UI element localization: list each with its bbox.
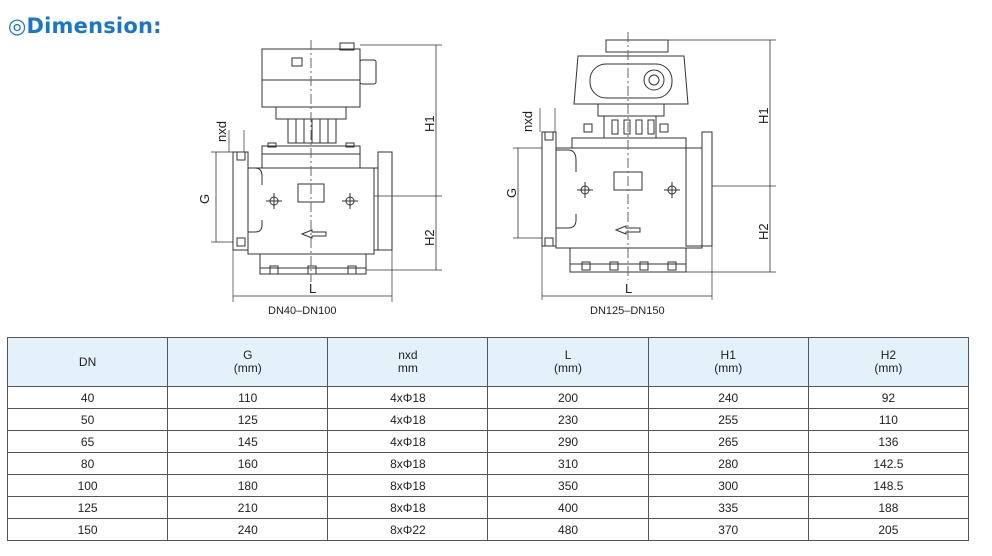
cell-l: 230 bbox=[487, 408, 649, 431]
right-nxd-label: nxd bbox=[520, 111, 535, 132]
cell-l: 480 bbox=[487, 518, 649, 541]
cell-h2: 92 bbox=[807, 386, 970, 409]
cell-g: 240 bbox=[167, 518, 329, 541]
cell-nxd: 4xΦ18 bbox=[327, 430, 489, 453]
cell-g: 145 bbox=[167, 430, 329, 453]
right-valve-drawing bbox=[513, 32, 776, 300]
cell-l: 400 bbox=[487, 496, 649, 519]
cell-h1: 280 bbox=[647, 452, 809, 475]
table-row: 125 210 8xΦ18 400 335 188 bbox=[6, 496, 970, 519]
cell-l: 290 bbox=[487, 430, 649, 453]
header-h2: H2(mm) bbox=[807, 337, 970, 387]
cell-g: 110 bbox=[167, 386, 329, 409]
cell-l: 350 bbox=[487, 474, 649, 497]
table-row: 50 125 4xΦ18 230 255 110 bbox=[6, 408, 970, 431]
cell-dn: 40 bbox=[6, 386, 169, 409]
header-l: L(mm) bbox=[487, 337, 649, 387]
cell-nxd: 4xΦ18 bbox=[327, 408, 489, 431]
cell-nxd: 8xΦ22 bbox=[327, 518, 489, 541]
cell-g: 210 bbox=[167, 496, 329, 519]
dimension-drawings: nxd G H1 H2 L nxd G H1 H2 L bbox=[197, 32, 776, 302]
left-h1-label: H1 bbox=[422, 115, 437, 132]
right-drawing-caption: DN125–DN150 bbox=[590, 305, 665, 317]
table-row: 150 240 8xΦ22 480 370 205 bbox=[6, 518, 970, 541]
table-row: 40 110 4xΦ18 200 240 92 bbox=[6, 386, 970, 409]
cell-g: 180 bbox=[167, 474, 329, 497]
cell-h2: 142.5 bbox=[807, 452, 970, 475]
right-l-label: L bbox=[625, 281, 632, 296]
cell-l: 310 bbox=[487, 452, 649, 475]
cell-h2: 205 bbox=[807, 518, 970, 541]
cell-dn: 150 bbox=[6, 518, 169, 541]
cell-nxd: 8xΦ18 bbox=[327, 474, 489, 497]
cell-l: 200 bbox=[487, 386, 649, 409]
cell-nxd: 8xΦ18 bbox=[327, 496, 489, 519]
header-g: G(mm) bbox=[167, 337, 329, 387]
cell-h1: 240 bbox=[647, 386, 809, 409]
cell-h2: 188 bbox=[807, 496, 970, 519]
left-nxd-label: nxd bbox=[214, 121, 229, 142]
table-row: 65 145 4xΦ18 290 265 136 bbox=[6, 430, 970, 453]
cell-h1: 300 bbox=[647, 474, 809, 497]
left-g-label: G bbox=[197, 194, 212, 204]
table-row: 80 160 8xΦ18 310 280 142.5 bbox=[6, 452, 970, 475]
left-l-label: L bbox=[309, 281, 316, 296]
cell-dn: 100 bbox=[6, 474, 169, 497]
left-h2-label: H2 bbox=[422, 229, 437, 246]
cell-g: 160 bbox=[167, 452, 329, 475]
cell-dn: 125 bbox=[6, 496, 169, 519]
right-g-label: G bbox=[504, 188, 519, 198]
cell-dn: 65 bbox=[6, 430, 169, 453]
header-dn: DN bbox=[6, 337, 169, 387]
cell-h2: 136 bbox=[807, 430, 970, 453]
cell-h1: 370 bbox=[647, 518, 809, 541]
cell-nxd: 4xΦ18 bbox=[327, 386, 489, 409]
header-h1: H1(mm) bbox=[647, 337, 809, 387]
right-h1-label: H1 bbox=[756, 107, 771, 124]
left-valve-drawing bbox=[211, 40, 442, 302]
table-row: 100 180 8xΦ18 350 300 148.5 bbox=[6, 474, 970, 497]
left-drawing-caption: DN40–DN100 bbox=[268, 305, 337, 317]
cell-h2: 148.5 bbox=[807, 474, 970, 497]
cell-dn: 80 bbox=[6, 452, 169, 475]
cell-h1: 255 bbox=[647, 408, 809, 431]
right-h2-label: H2 bbox=[756, 223, 771, 240]
cell-h1: 265 bbox=[647, 430, 809, 453]
section-title: ◎Dimension: bbox=[8, 14, 162, 38]
cell-g: 125 bbox=[167, 408, 329, 431]
cell-h2: 110 bbox=[807, 408, 970, 431]
cell-dn: 50 bbox=[6, 408, 169, 431]
cell-h1: 335 bbox=[647, 496, 809, 519]
cell-nxd: 8xΦ18 bbox=[327, 452, 489, 475]
